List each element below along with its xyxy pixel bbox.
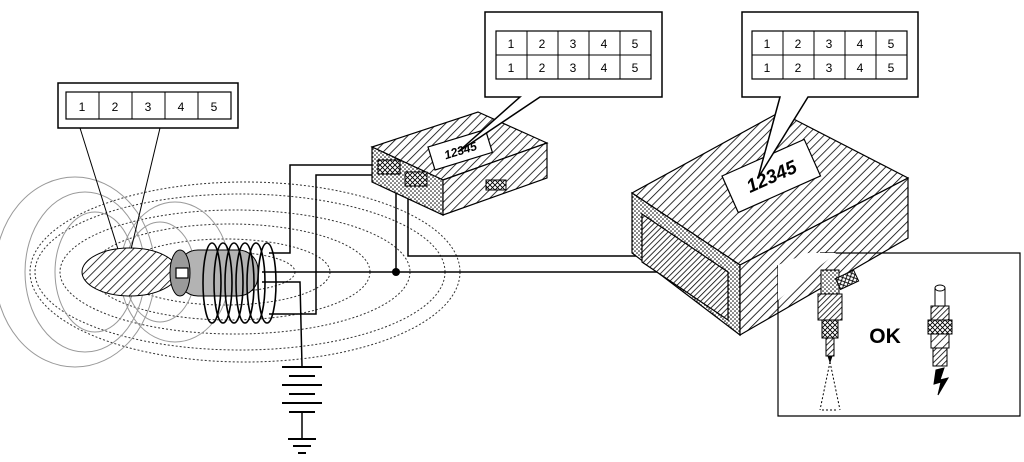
ecu-code-cell: 3: [826, 61, 833, 75]
immobilizer-code-cell: 2: [539, 37, 546, 51]
key-code-cell: 1: [79, 100, 86, 114]
ground-icon: [288, 438, 316, 454]
key-code-grid: 1 2 3 4 5: [65, 91, 232, 120]
ecu-code-cell: 4: [857, 61, 864, 75]
immobilizer-code-cell: 3: [570, 37, 577, 51]
immobilizer-connector: [377, 159, 507, 191]
immobilizer-code-cell: 4: [601, 37, 608, 51]
key-code-cell: 3: [145, 100, 152, 114]
immobilizer-code-cell: 1: [508, 61, 515, 75]
ecu-code-cell: 5: [888, 37, 895, 51]
ecu-code-cell: 1: [764, 61, 771, 75]
key-code-callout: 1 2 3 4 5: [57, 82, 239, 263]
ecu-connector: [641, 212, 729, 322]
ecu-code-cell: 2: [795, 61, 802, 75]
immobilizer-code-cell: 5: [632, 61, 639, 75]
antenna-coil-icon: [202, 242, 277, 324]
status-ok-text: OK: [869, 325, 901, 348]
ecu-code-cell: 5: [888, 61, 895, 75]
wire-junction: [392, 268, 400, 276]
immobilizer-code-cell: 3: [570, 61, 577, 75]
key-head: [81, 247, 179, 297]
output-panel: OK: [777, 252, 1021, 417]
immobilizer-unit: 12345: [370, 111, 549, 216]
immobilizer-code-cell: 1: [508, 37, 515, 51]
key-code-cell: 4: [178, 100, 185, 114]
ecu-code-grid: 1 2 3 4 5 1 2 3 4 5: [751, 30, 908, 80]
key-code-cell: 2: [112, 100, 119, 114]
immobilizer-code-callout: 1 2 3 4 5 1 2 3 4 5: [457, 11, 663, 153]
immobilizer-code-grid: 1 2 3 4 5 1 2 3 4 5: [495, 30, 652, 80]
ecu-code-cell: 1: [764, 37, 771, 51]
key-code-cell: 5: [211, 100, 218, 114]
immobilizer-code-cell: 5: [632, 37, 639, 51]
ecu-code-callout: 1 2 3 4 5 1 2 3 4 5: [741, 11, 919, 179]
spark-plug-icon: [927, 284, 953, 396]
ecu-code-cell: 4: [857, 37, 864, 51]
ecu-code-cell: 2: [795, 37, 802, 51]
ecu-code-cell: 3: [826, 37, 833, 51]
transponder-chip-icon: [175, 267, 189, 279]
fuel-injector-icon: [817, 269, 860, 411]
battery-icon: [282, 366, 322, 438]
immobilizer-code-cell: 4: [601, 61, 608, 75]
immobilizer-code-cell: 2: [539, 61, 546, 75]
